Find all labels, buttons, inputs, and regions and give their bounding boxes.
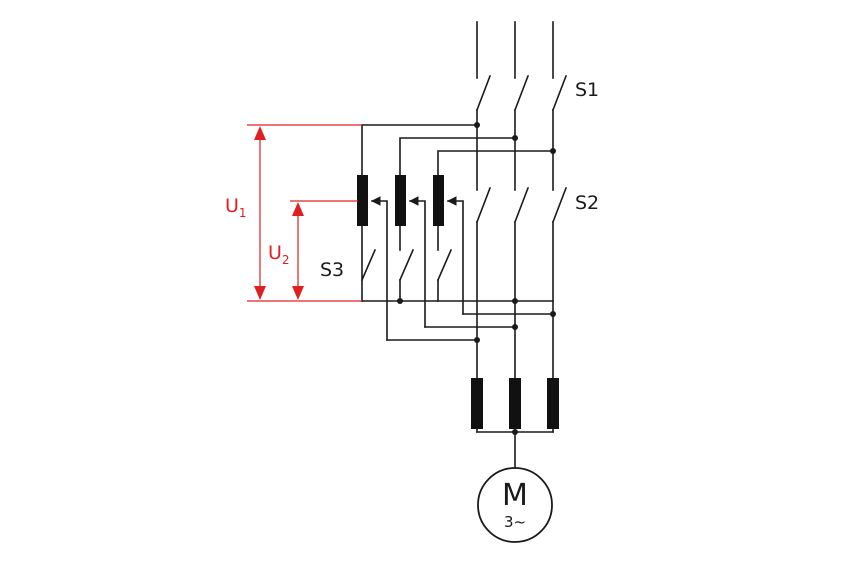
supply-lines <box>476 21 554 79</box>
transformer-taps <box>371 196 464 341</box>
u1-label: U1 <box>225 195 247 220</box>
motor-coils <box>471 378 559 429</box>
s3-label: S3 <box>320 259 344 281</box>
motor-circle <box>477 467 553 543</box>
lines-s2-down <box>476 221 554 379</box>
motor-coil-bus <box>476 428 554 469</box>
u2-label: U2 <box>268 242 290 267</box>
winding-star-point <box>361 225 554 302</box>
s1-label: S1 <box>575 79 599 101</box>
voltage-markers <box>247 124 362 302</box>
motor-phase: 3~ <box>504 513 526 531</box>
motor-letter: M <box>502 478 528 513</box>
switch-s1 <box>475 74 568 112</box>
autotransformer-windings <box>357 175 444 226</box>
switch-s2 <box>475 186 568 224</box>
s2-label: S2 <box>575 192 599 214</box>
lines-s1-to-s2 <box>476 109 554 191</box>
tap-connections <box>386 313 554 341</box>
switch-s3 <box>360 248 453 302</box>
transformer-feeds <box>361 124 554 176</box>
